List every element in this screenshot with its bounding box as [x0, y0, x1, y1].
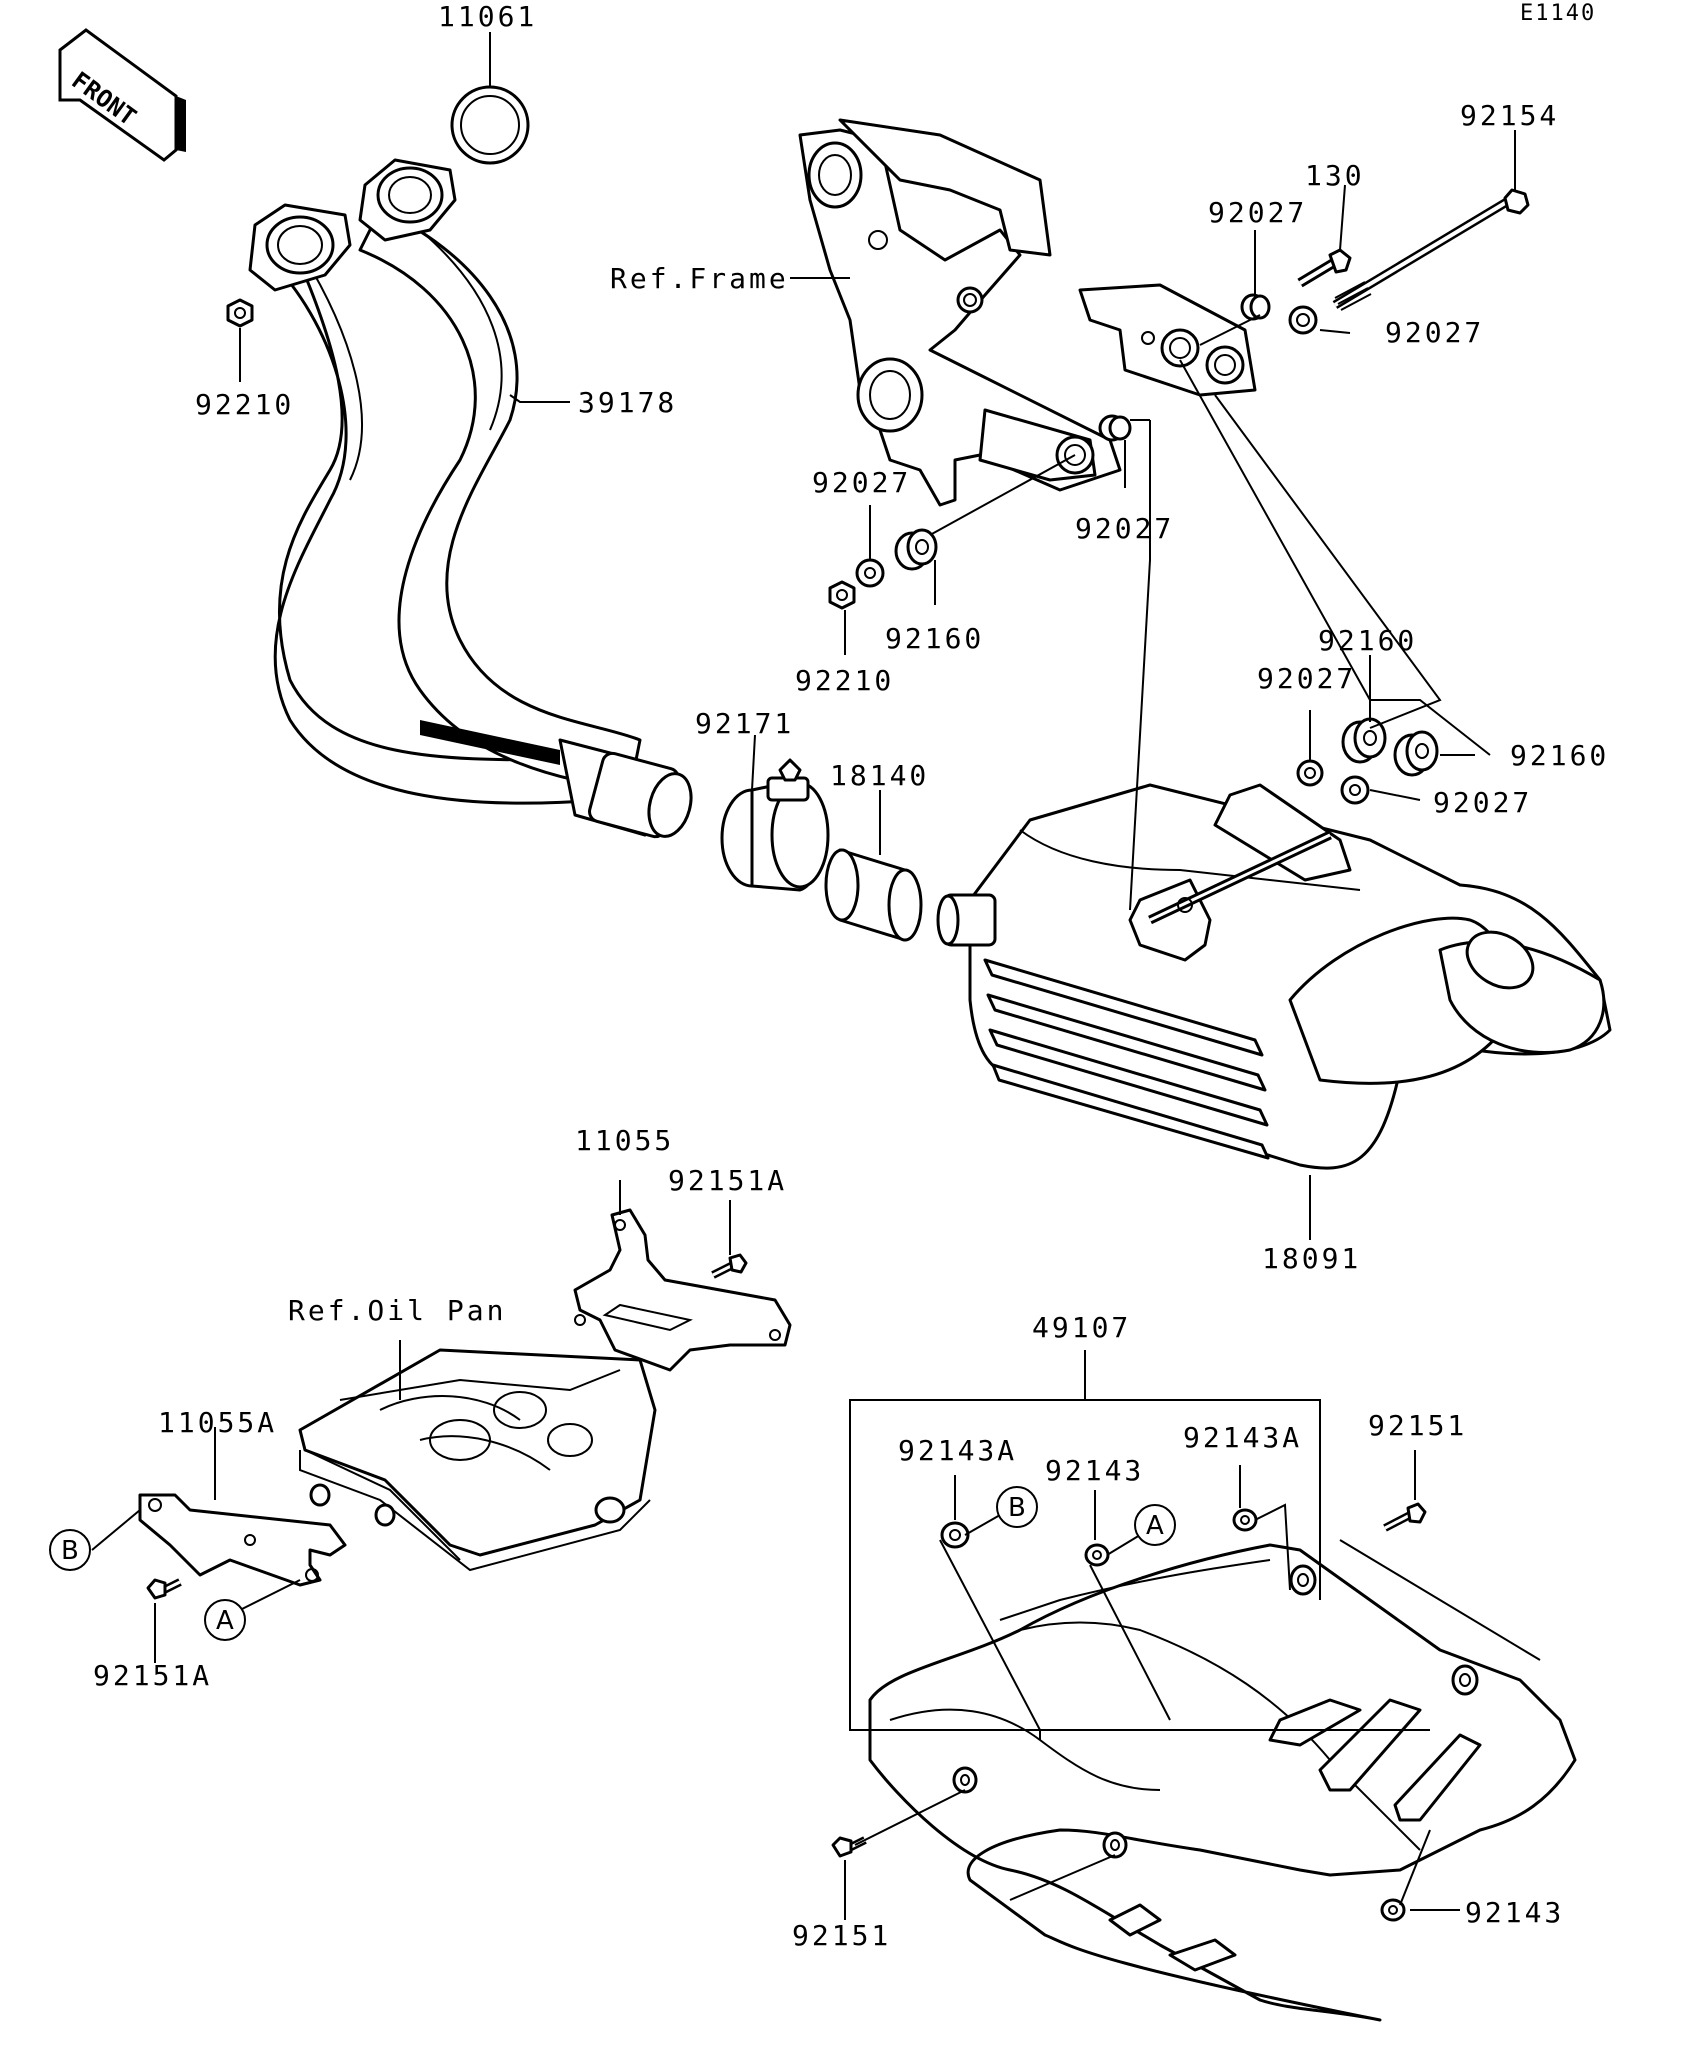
- label-92151A-upper: 92151A: [668, 1164, 787, 1197]
- label-11055A: 11055A: [158, 1406, 277, 1439]
- label-130: 130: [1305, 159, 1365, 192]
- label-92143A-right: 92143A: [1183, 1421, 1302, 1454]
- label-92160-left: 92160: [885, 622, 984, 655]
- collar-92027-upper-left[interactable]: [1240, 293, 1271, 321]
- label-92160-top: 92160: [1318, 624, 1417, 657]
- label-92027-right-a: 92027: [1257, 662, 1356, 695]
- nut-92210-left[interactable]: [226, 298, 254, 328]
- label-ref-oil-pan: Ref.Oil Pan: [288, 1294, 506, 1327]
- svg-text:A: A: [1146, 1511, 1164, 1541]
- label-18140: 18140: [830, 759, 929, 792]
- part-labels: 11061 92210 39178 Ref.Frame 92154 130 92…: [93, 0, 1609, 1952]
- label-92143A-left: 92143A: [898, 1434, 1017, 1467]
- label-92027-upper-left: 92027: [1208, 196, 1307, 229]
- label-11061: 11061: [438, 0, 537, 33]
- marker-a-left: A: [204, 1599, 246, 1641]
- label-92027-left: 92027: [812, 466, 911, 499]
- label-18091: 18091: [1262, 1242, 1361, 1275]
- front-arrow-icon: FRONT: [58, 28, 186, 162]
- marker-b-left: B: [49, 1529, 91, 1571]
- bolt-92151A-upper[interactable]: [711, 1253, 748, 1279]
- collar-92027-middle[interactable]: [1098, 414, 1132, 442]
- bolt-92154[interactable]: [1332, 188, 1530, 311]
- label-ref-frame: Ref.Frame: [610, 262, 789, 295]
- clamp-92171[interactable]: [720, 758, 830, 892]
- grommet-92160-right-b[interactable]: [1393, 730, 1439, 777]
- label-92027-right-b: 92027: [1433, 786, 1532, 819]
- washer-92027-right-b[interactable]: [1340, 775, 1370, 805]
- grommet-92143A-right[interactable]: [1232, 1508, 1258, 1532]
- label-92160-right: 92160: [1510, 739, 1609, 772]
- label-92154: 92154: [1460, 99, 1559, 132]
- label-92027-middle: 92027: [1075, 512, 1174, 545]
- svg-text:A: A: [216, 1606, 234, 1636]
- washer-92027-left[interactable]: [855, 558, 885, 588]
- grommet-92143-middle[interactable]: [1084, 1543, 1110, 1567]
- muffler-cover-49107[interactable]: [868, 1543, 1577, 2022]
- nut-92210-lower[interactable]: [828, 580, 856, 610]
- grommet-92160-left[interactable]: [894, 528, 938, 571]
- leader-lines: [91, 32, 1541, 1920]
- diagram-code: E1140: [1520, 1, 1596, 26]
- label-92210-lower: 92210: [795, 664, 894, 697]
- heat-plate-11055[interactable]: [573, 1208, 792, 1372]
- label-11055: 11055: [575, 1124, 674, 1157]
- oil-pan-reference: [298, 1348, 657, 1572]
- frame-reference: [798, 118, 1257, 507]
- bracket-11055A[interactable]: [138, 1483, 396, 1587]
- muffler-18091[interactable]: [936, 783, 1612, 1170]
- grommet-92143A-left[interactable]: [940, 1521, 970, 1549]
- label-92210-left: 92210: [195, 388, 294, 421]
- label-92171: 92171: [695, 707, 794, 740]
- label-92143-lower: 92143: [1465, 1896, 1564, 1929]
- label-49107: 49107: [1032, 1311, 1131, 1344]
- gasket-11061[interactable]: [450, 85, 530, 165]
- bolt-92151A-lower[interactable]: [146, 1578, 182, 1600]
- svg-text:B: B: [61, 1536, 79, 1566]
- bolt-130[interactable]: [1297, 248, 1352, 288]
- exhaust-header-pipe[interactable]: [248, 158, 698, 841]
- marker-a-right: A: [1134, 1504, 1176, 1546]
- marker-b-right: B: [996, 1486, 1038, 1528]
- label-92151-upper: 92151: [1368, 1409, 1467, 1442]
- grommet-92160-right-a[interactable]: [1341, 717, 1387, 764]
- label-92027-upper-right: 92027: [1385, 316, 1484, 349]
- bolt-92151-lower[interactable]: [831, 1836, 867, 1858]
- svg-text:B: B: [1008, 1493, 1026, 1523]
- label-92143-middle: 92143: [1045, 1454, 1144, 1487]
- grommet-92143-lower[interactable]: [1380, 1898, 1406, 1922]
- label-92151-lower: 92151: [792, 1919, 891, 1952]
- label-92151A-lower: 92151A: [93, 1659, 212, 1692]
- bolt-92151-upper[interactable]: [1383, 1502, 1427, 1532]
- collar-92027-upper-right[interactable]: [1288, 305, 1318, 335]
- sleeve-18140[interactable]: [824, 848, 923, 942]
- label-39178: 39178: [578, 386, 677, 419]
- washer-92027-right-a[interactable]: [1296, 759, 1324, 787]
